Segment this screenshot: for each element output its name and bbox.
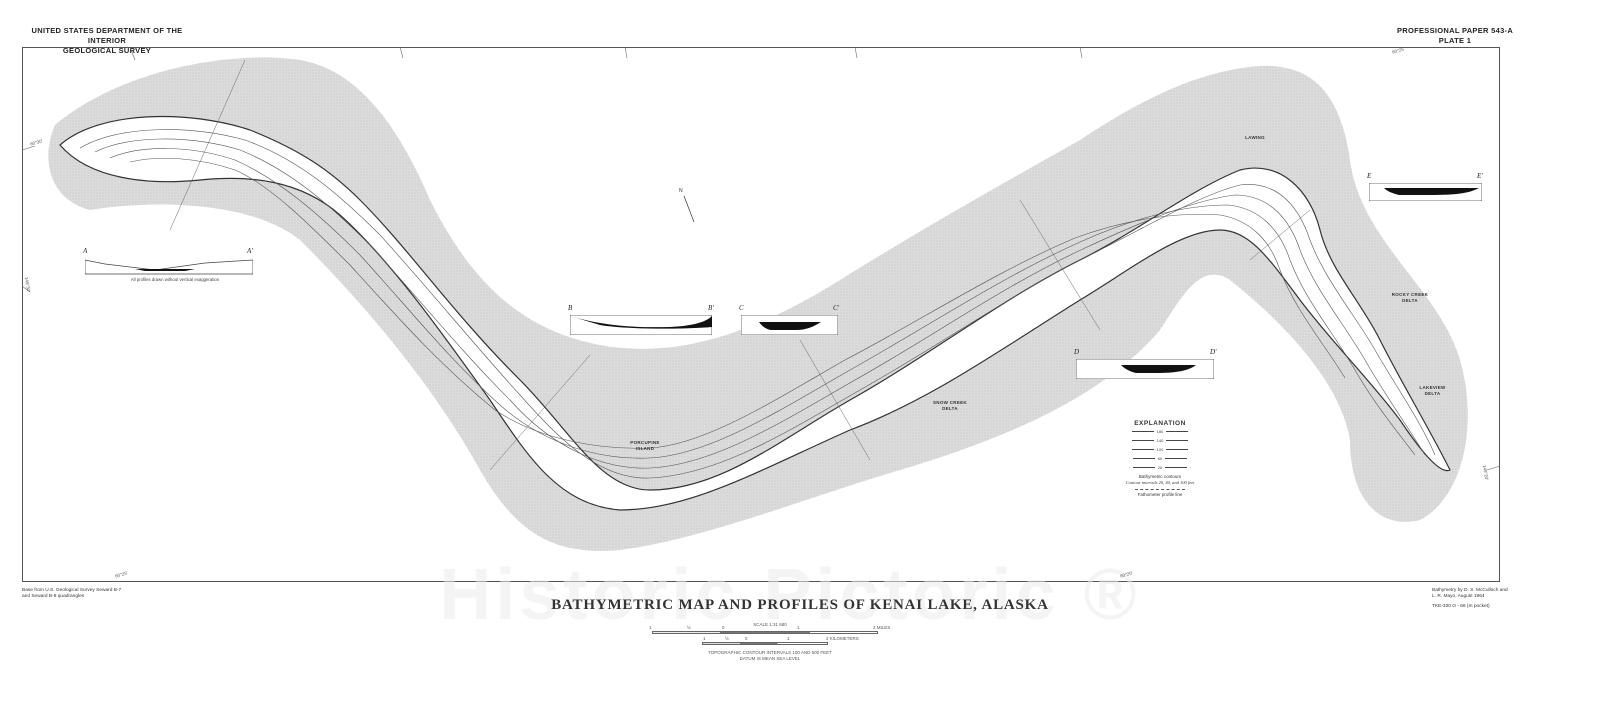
fathometer-profile-lines [169, 59, 1311, 471]
profile-d-end: D' [1210, 348, 1217, 356]
legend-profile-line [1135, 489, 1185, 490]
profile-e-start: E [1367, 172, 1372, 180]
legend-profile-caption: Fathometer profile line [1137, 492, 1183, 497]
legend-contour-row: 140 [1115, 436, 1205, 445]
profile-d: D D' [1074, 348, 1217, 380]
scale-tick: 0 [722, 625, 725, 630]
place-snow-creek-delta: SNOW CREEK DELTA [932, 400, 967, 411]
place-lawing: LAWING [1245, 135, 1265, 140]
svg-text:N: N [679, 188, 683, 194]
profile-b-end: B' [708, 304, 714, 312]
legend-contour-row: 100 [1115, 445, 1205, 454]
legend-caption: Bathymetric contours Contour intervals 2… [1125, 474, 1195, 485]
scale-tick: 0 [745, 636, 748, 641]
profile-e-end: E' [1477, 172, 1483, 180]
north-arrow-icon: N [679, 188, 695, 223]
legend-title: EXPLANATION [1134, 420, 1186, 427]
scale-tick: 1 [787, 636, 790, 641]
profile-c-shape [740, 314, 839, 336]
profile-c: C C' [739, 304, 839, 336]
bathymetry-credit: Bathymetry by D. S. McCulloch and L. R. … [1432, 588, 1508, 599]
profile-b-start: B [568, 304, 573, 312]
place-lakeview-delta: LAKEVIEW DELTA [1419, 385, 1446, 396]
graticule-ticks [21, 46, 1501, 471]
profile-note: All profiles drawn without vertical exag… [130, 277, 220, 282]
profile-c-start: C [739, 304, 744, 312]
scale-tick: ½ [725, 636, 729, 641]
place-rocky-creek-delta: ROCKY CREEK DELTA [1391, 292, 1429, 303]
base-map-credit: Base from U.S. Geological Survey Seward … [22, 588, 122, 599]
explanation-legend: EXPLANATION 180 140 100 60 20 Bathymetri… [1115, 420, 1205, 498]
scale-tick: 1 [649, 625, 652, 630]
map-title: BATHYMETRIC MAP AND PROFILES OF KENAI LA… [551, 597, 1049, 613]
scale-tick: 1 [703, 636, 706, 641]
print-note: TKE-320 O - 66 (In pocket) [1432, 604, 1490, 609]
profile-c-end: C' [833, 304, 840, 312]
profile-e: E E' [1367, 172, 1483, 202]
profile-b: B B' [568, 304, 714, 336]
scale-tick: 1 [797, 625, 800, 630]
profile-a-start: A [83, 247, 88, 255]
profile-a: A A' [83, 247, 254, 275]
paper-number: PROFESSIONAL PAPER 543-A [1396, 26, 1514, 35]
plate-header: PROFESSIONAL PAPER 543-A PLATE 1 [1395, 26, 1515, 46]
profile-e-shape [1368, 182, 1483, 202]
scale-tick: 2 KILOMETERS [826, 636, 859, 641]
agency-line-1: UNITED STATES DEPARTMENT OF THE INTERIOR [31, 26, 183, 45]
agency-header: UNITED STATES DEPARTMENT OF THE INTERIOR… [22, 26, 192, 56]
bathymetric-contours [79, 129, 1436, 479]
scale-tick: 2 MILES [873, 625, 891, 630]
profile-d-start: D [1074, 348, 1080, 356]
legend-contour-row: 60 [1115, 454, 1205, 463]
scale-tick: ½ [687, 625, 691, 630]
lake-outline [59, 115, 1451, 511]
place-porcupine-island: PORCUPINE ISLAND [630, 440, 660, 451]
profile-d-shape [1075, 358, 1215, 380]
profile-a-end: A' [247, 247, 253, 255]
legend-contour-row: 20 [1115, 463, 1205, 472]
scale-bar-miles [652, 631, 878, 634]
contour-interval-note: TOPOGRAPHIC CONTOUR INTERVALS 100 AND 50… [708, 650, 832, 661]
profile-a-shape [84, 259, 254, 275]
scale-bar-kilometers [702, 642, 828, 645]
plate-number: PLATE 1 [1438, 36, 1472, 45]
scale-label: SCALE 1:31 680 [753, 622, 787, 627]
profile-b-shape [569, 314, 713, 336]
legend-contour-row: 180 [1115, 427, 1205, 436]
map-frame [22, 47, 1500, 582]
terrain-shading [48, 57, 1468, 551]
agency-line-2: GEOLOGICAL SURVEY [62, 46, 152, 55]
